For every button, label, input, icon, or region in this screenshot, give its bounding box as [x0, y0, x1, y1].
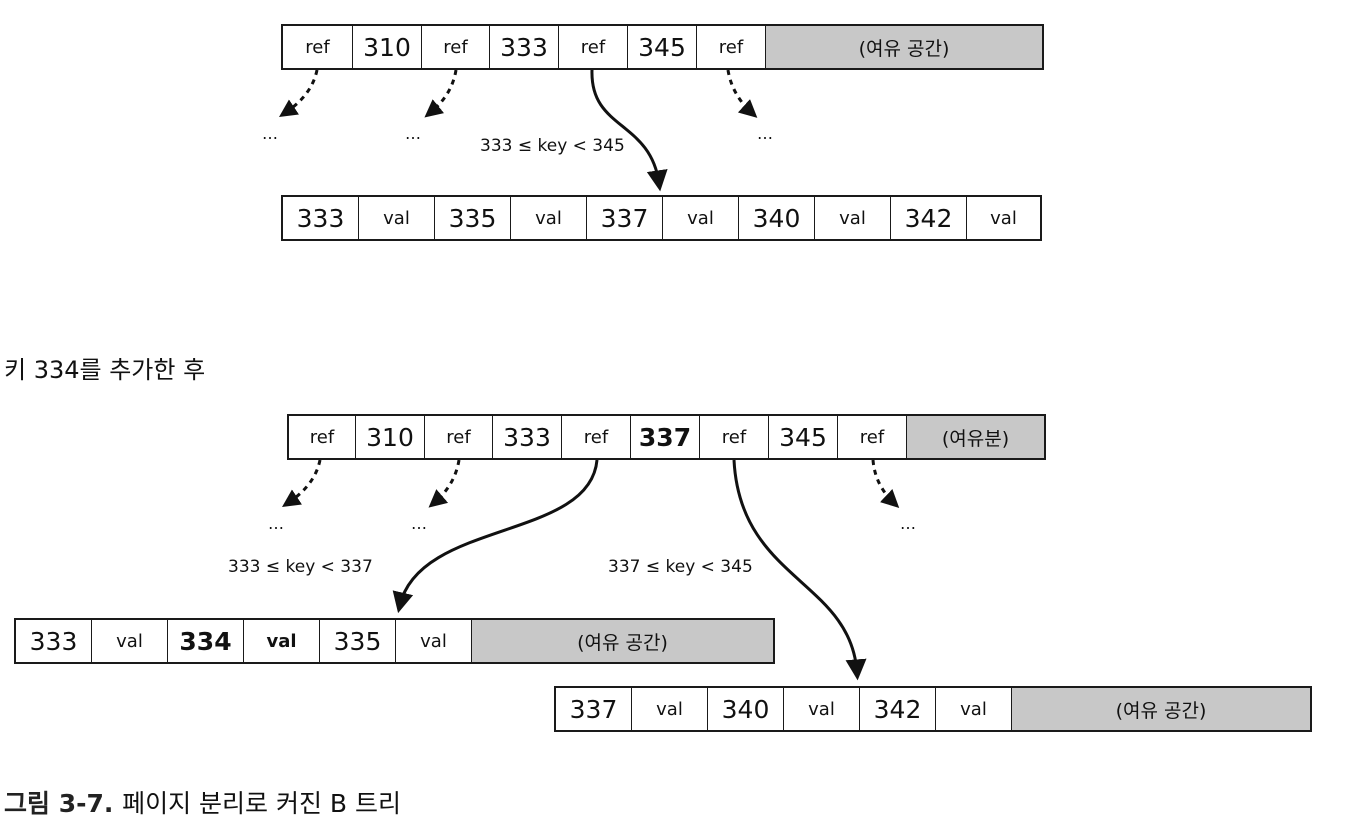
ellipsis: …	[405, 124, 422, 143]
figure-caption-text: 페이지 분리로 커진 B 트리	[122, 789, 402, 818]
free-space-cell: (여유 공간)	[766, 26, 1042, 68]
key-cell: 340	[708, 688, 784, 730]
bottom-internal-page: ref 310 ref 333 ref 337 ref 345 ref (여유분…	[287, 414, 1046, 460]
val-cell: val	[663, 197, 739, 239]
ref-cell: ref	[700, 416, 769, 458]
key-cell: 345	[769, 416, 838, 458]
ref-cell: ref	[425, 416, 493, 458]
ref-cell: ref	[562, 416, 631, 458]
section-heading: 키 334를 추가한 후	[4, 356, 206, 384]
val-cell: val	[511, 197, 587, 239]
range-label-left: 333 ≤ key < 337	[228, 557, 373, 577]
ellipsis: …	[900, 514, 917, 533]
dashed-ref-arrow	[726, 69, 758, 118]
ref-cell: ref	[697, 26, 766, 68]
solid-ref-arrow-right	[732, 459, 867, 681]
key-cell: 335	[320, 620, 396, 662]
val-cell: val	[92, 620, 168, 662]
key-cell: 340	[739, 197, 815, 239]
val-cell: val	[359, 197, 435, 239]
ellipsis: …	[262, 124, 279, 143]
dashed-ref-arrow	[428, 459, 461, 508]
key-cell-new: 337	[631, 416, 700, 458]
key-cell: 333	[490, 26, 559, 68]
ellipsis: …	[268, 514, 285, 533]
key-cell: 345	[628, 26, 697, 68]
key-cell: 310	[353, 26, 422, 68]
solid-ref-arrow-left	[392, 459, 599, 614]
solid-ref-arrow	[590, 69, 668, 192]
ref-cell: ref	[838, 416, 907, 458]
key-cell: 333	[493, 416, 562, 458]
key-cell: 333	[283, 197, 359, 239]
figure-caption: 그림 3-7. 페이지 분리로 커진 B 트리	[4, 784, 401, 820]
top-leaf-page: 333 val 335 val 337 val 340 val 342 val	[281, 195, 1042, 241]
dashed-ref-arrow	[871, 459, 900, 508]
dashed-ref-arrow	[279, 69, 319, 117]
key-cell: 335	[435, 197, 511, 239]
key-cell-new: 334	[168, 620, 244, 662]
ref-cell: ref	[559, 26, 628, 68]
dashed-ref-arrow	[282, 459, 322, 507]
key-cell: 310	[356, 416, 425, 458]
val-cell: val	[990, 207, 1017, 229]
key-cell: 342	[891, 197, 967, 239]
val-cell-new: val	[244, 620, 320, 662]
ref-cell: ref	[283, 26, 353, 68]
free-space-cell: (여유분)	[907, 416, 1044, 458]
top-internal-page: ref 310 ref 333 ref 345 ref (여유 공간)	[281, 24, 1044, 70]
range-label: 333 ≤ key < 345	[480, 136, 625, 156]
range-label-right: 337 ≤ key < 345	[608, 557, 753, 577]
val-cell: val	[936, 688, 1012, 730]
ellipsis: …	[411, 514, 428, 533]
key-cell: 333	[16, 620, 92, 662]
bottom-right-leaf-page: 337 val 340 val 342 val (여유 공간)	[554, 686, 1312, 732]
val-cell: val	[815, 197, 891, 239]
free-space-cell: (여유 공간)	[1012, 688, 1310, 730]
val-cell: val	[396, 620, 472, 662]
ellipsis: …	[757, 124, 774, 143]
val-cell: val	[632, 688, 708, 730]
dashed-ref-arrow	[424, 69, 458, 118]
key-cell: 337	[556, 688, 632, 730]
free-space-cell: (여유 공간)	[472, 620, 773, 662]
val-cell: val	[784, 688, 860, 730]
ref-cell: ref	[289, 416, 356, 458]
key-cell: 342	[860, 688, 936, 730]
key-cell: 337	[587, 197, 663, 239]
ref-cell: ref	[422, 26, 490, 68]
bottom-left-leaf-page: 333 val 334 val 335 val (여유 공간)	[14, 618, 775, 664]
figure-number: 그림 3-7.	[4, 789, 114, 818]
